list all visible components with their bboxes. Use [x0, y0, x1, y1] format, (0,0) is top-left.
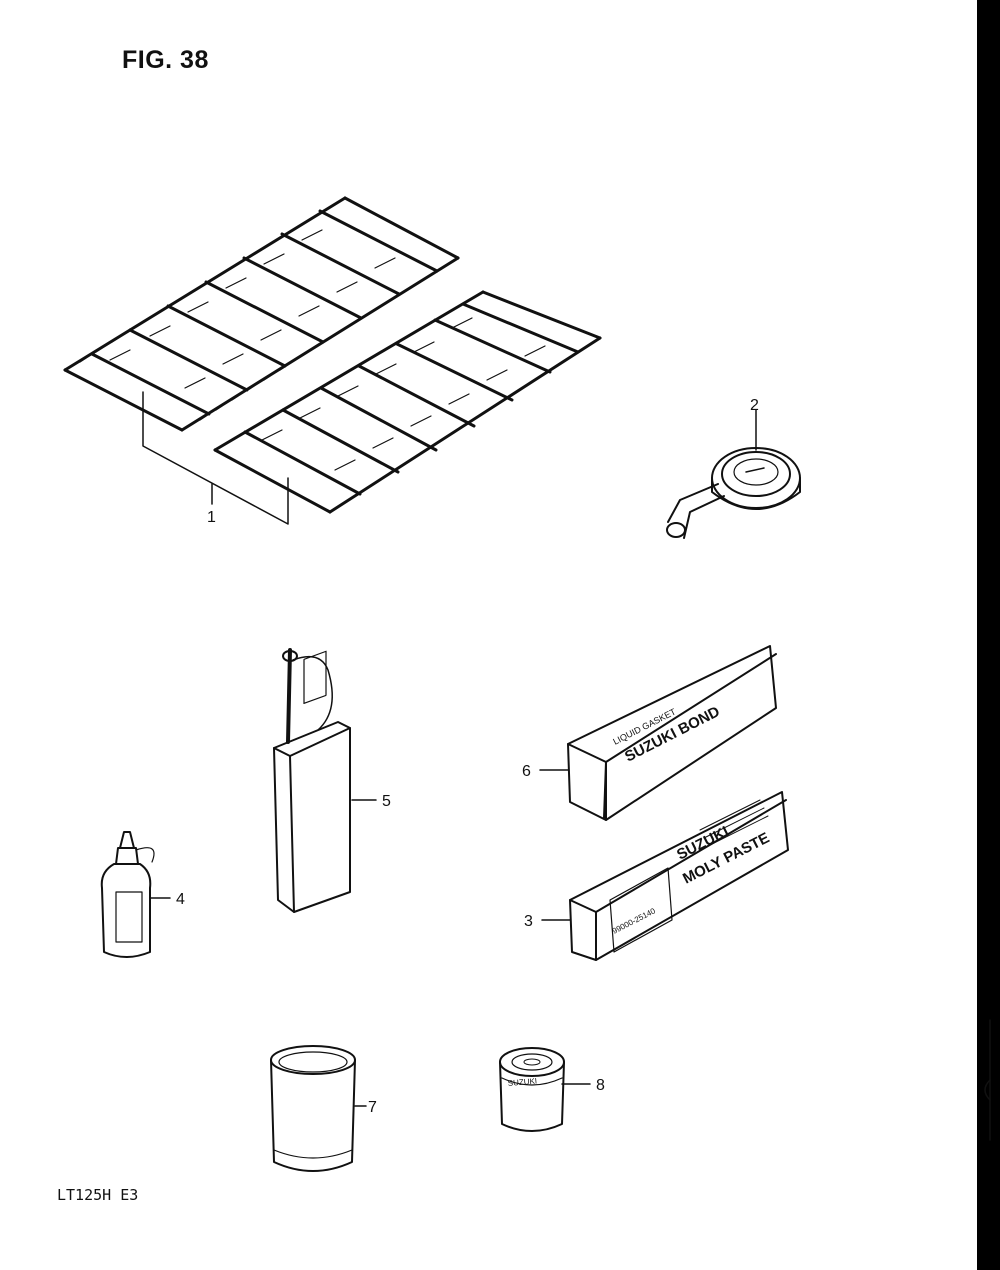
can-7 [270, 1045, 367, 1172]
oil-can [273, 648, 377, 913]
can-8 [499, 1047, 591, 1132]
adjacent-page-fragment [984, 1019, 991, 1141]
chain-a-rail-2 [343, 196, 460, 260]
page-edge-border [977, 0, 1000, 1270]
callout-8: 8 [596, 1077, 605, 1094]
chain-b-links [261, 317, 546, 471]
model-code: LT125H E3 [57, 1186, 139, 1204]
tire-pressure-gauge [666, 409, 801, 539]
tire-chains [63, 196, 602, 525]
callout-5: 5 [382, 793, 391, 810]
figure-title: FIG. 38 [122, 46, 209, 74]
oil-bottle [100, 831, 171, 958]
suzuki-bond-box [539, 645, 777, 821]
chain-a-rungs [90, 209, 439, 416]
callout-7: 7 [368, 1099, 377, 1116]
callout-1: 1 [207, 509, 216, 526]
chain-b-rungs [243, 302, 580, 496]
chain-a-links [79, 229, 396, 421]
moly-paste-box [541, 791, 789, 961]
callout-2: 2 [750, 397, 759, 414]
chain-b-rail-3 [213, 290, 485, 452]
chain-b-rail-2 [481, 290, 602, 340]
chain-a-rail-3 [63, 196, 347, 372]
chain-a-rail-4 [180, 256, 460, 432]
chain-b-rail-1 [213, 448, 332, 514]
callout-3: 3 [524, 913, 533, 930]
can8-brand: SUZUKI [507, 1076, 537, 1088]
callout-4: 4 [176, 891, 185, 908]
chain-b-rail-4 [328, 336, 602, 514]
callout-6: 6 [522, 763, 531, 780]
chain-bracket [142, 391, 289, 525]
chain-a-rail-1 [63, 368, 184, 432]
